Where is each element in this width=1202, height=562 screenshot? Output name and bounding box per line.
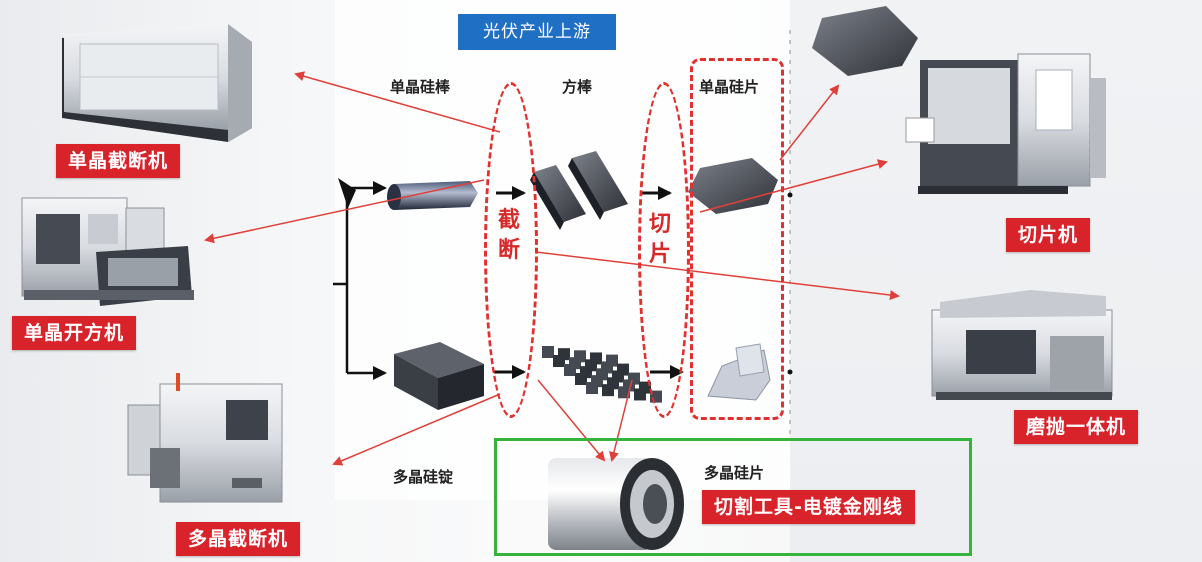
- arrow-slice-to-tool: [609, 379, 633, 462]
- stage-label-poly-ingot: 多晶硅锭: [393, 468, 454, 486]
- arrow-to-mono-cutoff: [294, 71, 501, 133]
- arrow-cut-to-tool: [537, 379, 606, 462]
- process-panel: [335, 0, 790, 500]
- grind-polish-machine-image: [931, 290, 1113, 400]
- arrow-to-top-wafer: [779, 84, 840, 161]
- arrow-to-poly-cutoff: [332, 393, 501, 466]
- poly-block: [618, 386, 630, 399]
- poly-block: [575, 373, 587, 385]
- label-poly-cutoff-machine: 多晶截断机: [176, 522, 301, 556]
- poly-ingot-image: [394, 342, 484, 410]
- poly-block: [634, 388, 646, 401]
- stage-label-mono-rod: 单晶硅棒: [390, 78, 451, 96]
- wafer-top-right-image: [812, 6, 918, 76]
- label-cutting-tool: 切割工具-电镀金刚线: [702, 490, 915, 524]
- wafer-group: [690, 58, 784, 420]
- poly-block: [542, 346, 554, 358]
- slicing-process-group: [638, 82, 690, 418]
- mono-squaring-machine-image: [21, 197, 194, 306]
- label-slicing-machine: 切片机: [1006, 218, 1091, 252]
- cutting-process-group: [484, 82, 538, 418]
- mono-cutoff-machine-image: [62, 24, 252, 142]
- poly-block: [602, 384, 614, 397]
- stage-label-square-rod: 方棒: [562, 78, 593, 96]
- poly-block: [564, 364, 576, 376]
- mono-silicon-rod-image: [387, 181, 478, 210]
- flow-bracket: [333, 178, 387, 380]
- slicing-process-label: 切片: [648, 212, 671, 267]
- cutting-tool-group: [494, 438, 972, 556]
- arrow-to-slicing-machine: [699, 159, 888, 213]
- poly-cutoff-machine-image: [127, 373, 283, 503]
- stage-label-mono-wafer: 单晶硅片: [699, 78, 760, 96]
- mono-wafer-image: [688, 158, 778, 214]
- poly-block: [553, 355, 565, 367]
- slicing-machine-image: [905, 53, 1106, 194]
- arrow-to-grind-polish: [535, 251, 900, 300]
- diagram-title: 光伏产业上游: [458, 14, 616, 50]
- poly-wafer-image: [707, 343, 771, 401]
- label-mono-squaring-machine: 单晶开方机: [12, 316, 137, 350]
- diamond-wire-tool-image: [548, 458, 684, 550]
- label-mono-cutoff-machine: 单晶截断机: [56, 144, 181, 178]
- arrow-to-mono-squaring: [204, 179, 485, 244]
- square-rods-image: [530, 151, 628, 230]
- stage-label-poly-wafer: 多晶硅片: [704, 464, 765, 482]
- poly-block: [586, 382, 598, 394]
- cutting-process-label: 截断: [497, 208, 520, 263]
- label-grind-polish-machine: 磨抛一体机: [1014, 410, 1139, 444]
